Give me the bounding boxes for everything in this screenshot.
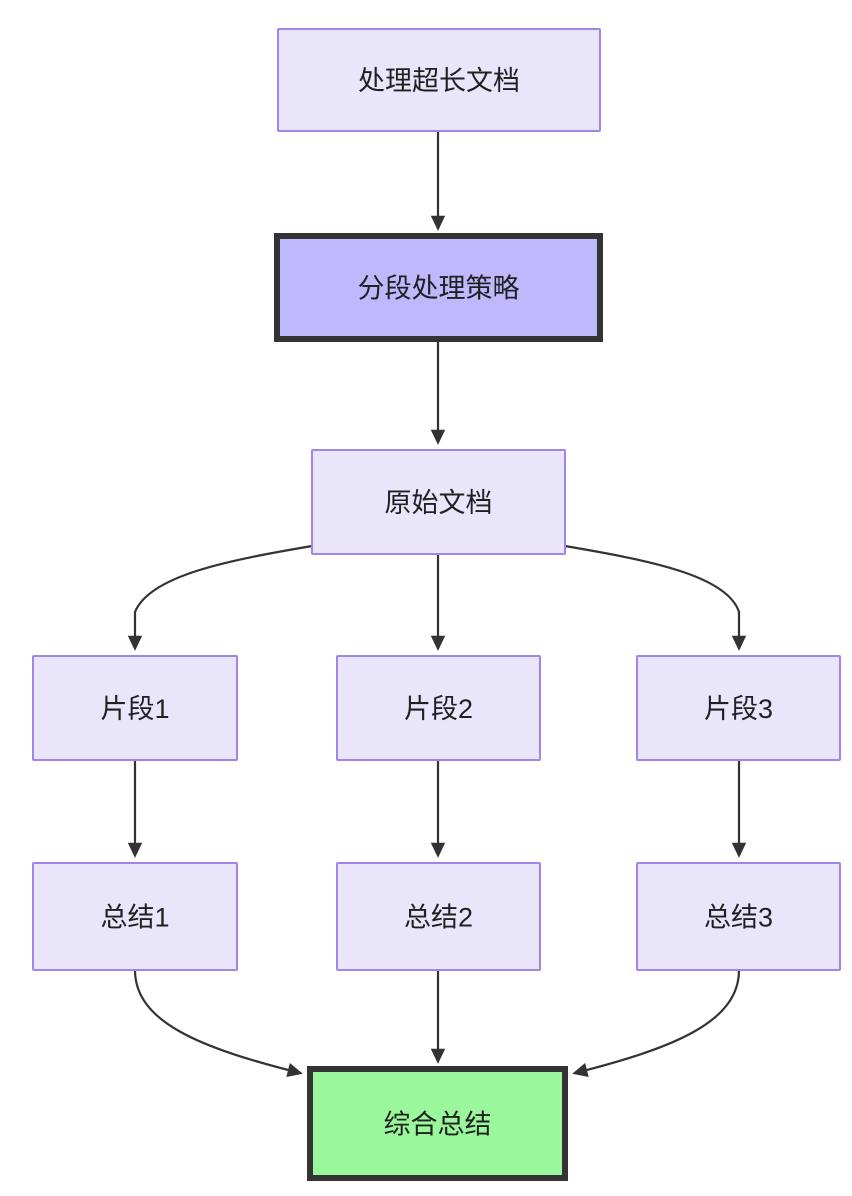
node-shape-source-document[interactable]: [311, 449, 566, 555]
node-label-fragment-2: 片段2: [404, 694, 473, 724]
node-final-summary[interactable]: 综合总结: [307, 1066, 568, 1181]
node-shape-summary-3[interactable]: [636, 862, 841, 971]
node-process-long-doc[interactable]: 处理超长文档: [277, 28, 601, 132]
node-shape-chunk-strategy[interactable]: [274, 233, 603, 342]
node-shape-summary-2[interactable]: [336, 862, 541, 971]
node-label-final-summary: 综合总结: [384, 1110, 492, 1140]
node-label-summary-3: 总结3: [704, 903, 773, 933]
node-label-process-long-doc: 处理超长文档: [358, 66, 520, 96]
node-source-document[interactable]: 原始文档: [311, 449, 566, 555]
node-fragment-2[interactable]: 片段2: [336, 655, 541, 761]
node-shape-final-summary[interactable]: [307, 1066, 568, 1181]
edge-source-to-frag3: [563, 544, 747, 651]
edge-source-to-frag1: [127, 544, 314, 651]
node-label-fragment-3: 片段3: [704, 694, 773, 724]
node-chunk-strategy[interactable]: 分段处理策略: [274, 233, 603, 342]
edge-sum1-to-final: [133, 968, 303, 1078]
edge-sum3-to-final: [572, 968, 741, 1078]
node-label-summary-1: 总结1: [100, 903, 169, 933]
node-summary-3[interactable]: 总结3: [636, 862, 841, 971]
node-shape-fragment-2[interactable]: [336, 655, 541, 761]
node-shape-process-long-doc[interactable]: [277, 28, 601, 132]
node-label-source-document: 原始文档: [385, 488, 493, 518]
node-label-chunk-strategy: 分段处理策略: [358, 274, 520, 304]
node-summary-2[interactable]: 总结2: [336, 862, 541, 971]
node-fragment-1[interactable]: 片段1: [32, 655, 238, 761]
node-shape-summary-1[interactable]: [32, 862, 238, 971]
node-label-fragment-1: 片段1: [100, 694, 169, 724]
node-label-summary-2: 总结2: [404, 903, 473, 933]
node-shape-fragment-3[interactable]: [636, 655, 841, 761]
node-shape-fragment-1[interactable]: [32, 655, 238, 761]
node-fragment-3[interactable]: 片段3: [636, 655, 841, 761]
edge-layer: [127, 129, 747, 1078]
node-summary-1[interactable]: 总结1: [32, 862, 238, 971]
